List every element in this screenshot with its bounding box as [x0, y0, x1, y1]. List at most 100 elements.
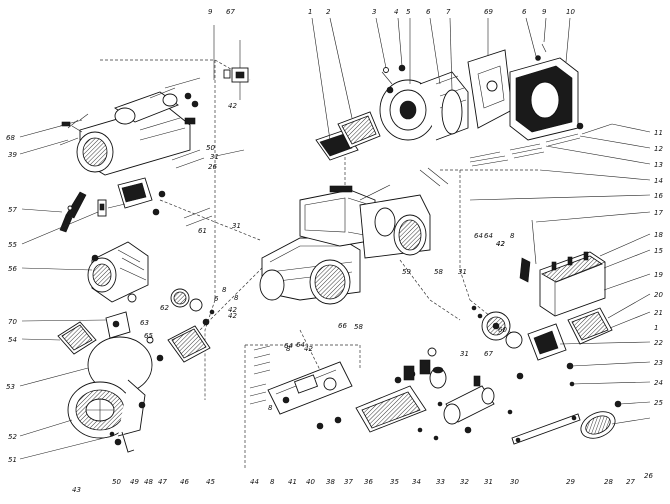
- part-label-63: 63: [140, 319, 149, 327]
- part-label-60: 60: [498, 326, 507, 334]
- part-label-28: 28: [604, 478, 613, 486]
- part-label-51: 51: [8, 456, 17, 464]
- part-label-65: 65: [144, 332, 153, 340]
- part-label-26: 26: [644, 472, 653, 480]
- part-label-5: 5: [406, 8, 411, 16]
- part-label-6d: 64: [474, 232, 483, 240]
- regulator-box: [509, 43, 584, 141]
- part-label-17: 17: [654, 209, 663, 217]
- part-label-40: 40: [306, 478, 315, 486]
- part-label-50b: 50: [206, 144, 215, 152]
- part-label-24: 24: [654, 379, 663, 387]
- part-label-7: 7: [446, 8, 451, 16]
- part-label-61: 61: [198, 227, 207, 235]
- connector-bundles: [171, 123, 613, 405]
- part-label-1: 1: [308, 8, 312, 16]
- part-label-14: 14: [654, 177, 663, 185]
- reflector: [580, 411, 616, 439]
- part-label-8e: 8: [234, 294, 239, 302]
- part-label-18: 18: [654, 231, 663, 239]
- small-relay: [429, 366, 447, 407]
- part-label-32: 32: [460, 478, 469, 486]
- part-label-67b: 67: [484, 350, 493, 358]
- part-label-38: 38: [326, 478, 335, 486]
- part-label-50: 50: [112, 478, 121, 486]
- part-label-42b: 42: [228, 306, 237, 314]
- part-label-8b: 8: [222, 286, 227, 294]
- indicator-lamp: [170, 288, 215, 326]
- part-label-62: 62: [160, 304, 169, 312]
- part-label-31c: 31: [232, 222, 241, 230]
- part-label-41: 41: [288, 478, 297, 486]
- part-label-13: 13: [654, 161, 663, 169]
- part-label-15: 15: [654, 247, 663, 255]
- part-label-58b: 58: [434, 268, 443, 276]
- tractor-illustration: [259, 184, 431, 305]
- part-label-53: 53: [6, 383, 15, 391]
- part-label-6: 6: [426, 8, 431, 16]
- part-label-30: 30: [510, 478, 519, 486]
- headlight: [67, 336, 153, 453]
- part-label-45: 45: [206, 478, 215, 486]
- bolts-left: [67, 113, 89, 133]
- part-label-37: 37: [344, 478, 353, 486]
- starter-motor: [59, 77, 201, 176]
- part-label-22: 22: [654, 339, 663, 347]
- part-label-31a: 31: [484, 478, 493, 486]
- part-label-42c: 42: [304, 345, 313, 353]
- part-label-26b: 26: [208, 163, 217, 171]
- control-panel: [267, 361, 353, 430]
- part-label-52: 52: [8, 433, 17, 441]
- part-label-70: 70: [8, 318, 17, 326]
- part-label-4: 4: [394, 8, 398, 16]
- part-label-66: 66: [338, 322, 347, 330]
- part-label-9b: 9: [542, 8, 547, 16]
- fuse-block: [355, 370, 427, 433]
- part-label-2: 2: [326, 8, 331, 16]
- part-label-33: 33: [436, 478, 445, 486]
- part-label-54: 54: [8, 336, 17, 344]
- part-label-42e: 42: [496, 240, 505, 248]
- side-lamp-center: [105, 311, 211, 363]
- generator: [87, 241, 149, 303]
- part-label-42a: 42: [228, 102, 237, 110]
- part-label-16: 16: [654, 192, 663, 200]
- part-label-45b: 42: [228, 312, 237, 320]
- part-label-6b: 6: [522, 8, 527, 16]
- part-label-39: 39: [8, 151, 17, 159]
- part-label-31e: 31: [460, 350, 469, 358]
- part-label-8c: 8: [286, 345, 291, 353]
- battery: [519, 219, 606, 317]
- part-label-29: 29: [566, 478, 575, 486]
- part-label-8a: 8: [270, 478, 275, 486]
- part-label-56: 56: [8, 265, 17, 273]
- part-label-64b: 64: [284, 342, 293, 350]
- part-label-20: 20: [654, 291, 663, 299]
- mounting-bracket: [467, 49, 513, 129]
- part-label-8f: 8: [268, 404, 273, 412]
- side-lamp-left: [57, 321, 97, 355]
- part-label-47: 47: [158, 478, 167, 486]
- horn: [471, 305, 523, 349]
- part-label-12: 12: [654, 145, 663, 153]
- alternator-assembly: [379, 64, 469, 141]
- part-label-64c: 64: [484, 232, 493, 240]
- part-label-35: 35: [390, 478, 399, 486]
- part-label-49: 49: [130, 478, 139, 486]
- part-label-64: 64: [296, 341, 305, 349]
- part-label-34: 34: [412, 478, 421, 486]
- part-label-55: 55: [8, 241, 17, 249]
- part-label-57: 57: [8, 206, 17, 214]
- part-label-10: 10: [566, 8, 575, 16]
- part-label-36: 36: [364, 478, 373, 486]
- part-label-3: 3: [372, 8, 376, 16]
- rear-lamp-small: [527, 323, 574, 370]
- bracket-and-switch: [59, 177, 166, 233]
- part-label-44: 44: [250, 478, 259, 486]
- part-label-43: 43: [72, 486, 81, 494]
- part-label-19: 19: [654, 271, 663, 279]
- part-label-25: 25: [654, 399, 663, 407]
